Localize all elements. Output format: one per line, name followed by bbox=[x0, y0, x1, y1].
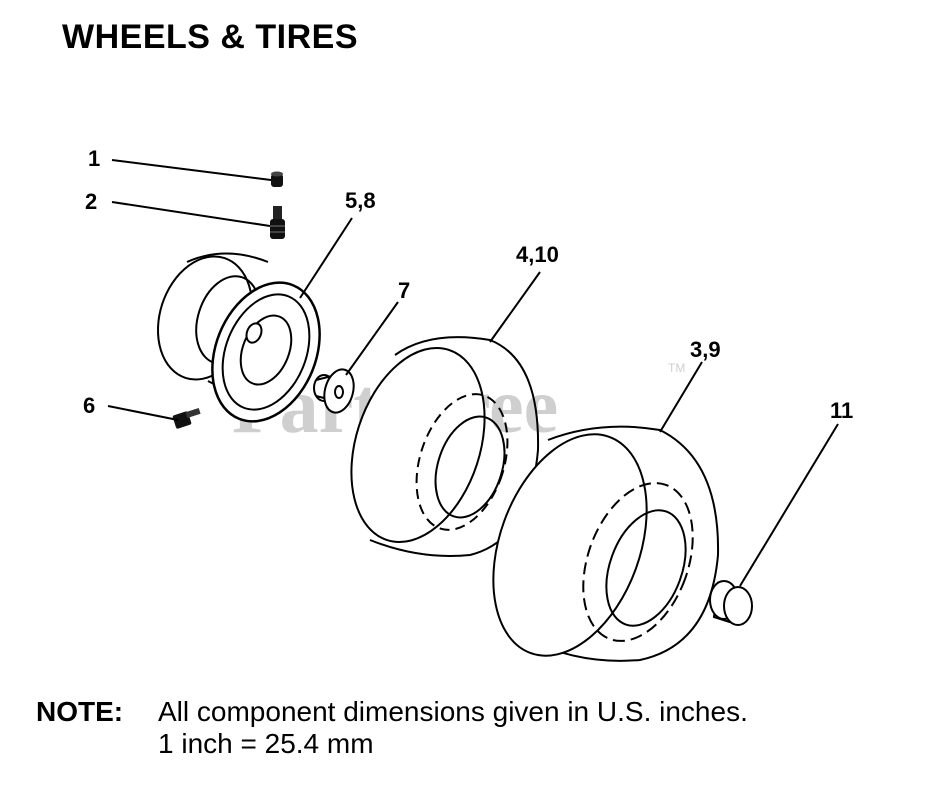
part-bushing-washer[interactable] bbox=[313, 366, 358, 416]
note-label: NOTE: bbox=[36, 696, 124, 727]
leader-line-6 bbox=[107, 405, 179, 421]
callout-labels: 1 2 5,8 4,10 7 3,9 6 11 bbox=[83, 146, 853, 423]
part-valve-cap[interactable] bbox=[271, 171, 283, 188]
leader-line-5-8 bbox=[299, 217, 353, 299]
leader-line-4-10 bbox=[489, 271, 541, 343]
callout-1: 1 bbox=[88, 146, 100, 171]
leader-line-3-9 bbox=[659, 361, 703, 433]
part-valve-stem[interactable] bbox=[270, 206, 285, 239]
leader-line-7 bbox=[345, 301, 399, 376]
note-line-1: NOTE: All component dimensions given in U… bbox=[36, 696, 748, 728]
part-wheel-rim[interactable] bbox=[143, 244, 340, 437]
watermark-trademark: TM bbox=[668, 361, 685, 375]
callout-6: 6 bbox=[83, 393, 95, 418]
part-front-tire[interactable] bbox=[328, 331, 540, 560]
callout-5-8: 5,8 bbox=[345, 188, 376, 213]
callout-11: 11 bbox=[830, 398, 853, 423]
note-text-2: 1 inch = 25.4 mm bbox=[158, 728, 374, 759]
leader-lines bbox=[107, 159, 839, 587]
callout-3-9: 3,9 bbox=[690, 337, 721, 362]
leader-line-1 bbox=[111, 159, 272, 181]
part-rear-tire[interactable] bbox=[465, 413, 720, 677]
callout-2: 2 bbox=[85, 189, 97, 214]
dimension-note: NOTE: All component dimensions given in U… bbox=[36, 696, 748, 760]
callout-7: 7 bbox=[398, 278, 410, 303]
part-bolt[interactable] bbox=[172, 407, 201, 429]
leader-line-11 bbox=[739, 423, 839, 587]
diagram-title: WHEELS & TIRES bbox=[62, 18, 359, 56]
callout-4-10: 4,10 bbox=[516, 242, 559, 267]
leader-line-2 bbox=[111, 201, 271, 227]
note-text-1: All component dimensions given in U.S. i… bbox=[158, 696, 748, 727]
part-hub-cap[interactable] bbox=[709, 580, 753, 626]
